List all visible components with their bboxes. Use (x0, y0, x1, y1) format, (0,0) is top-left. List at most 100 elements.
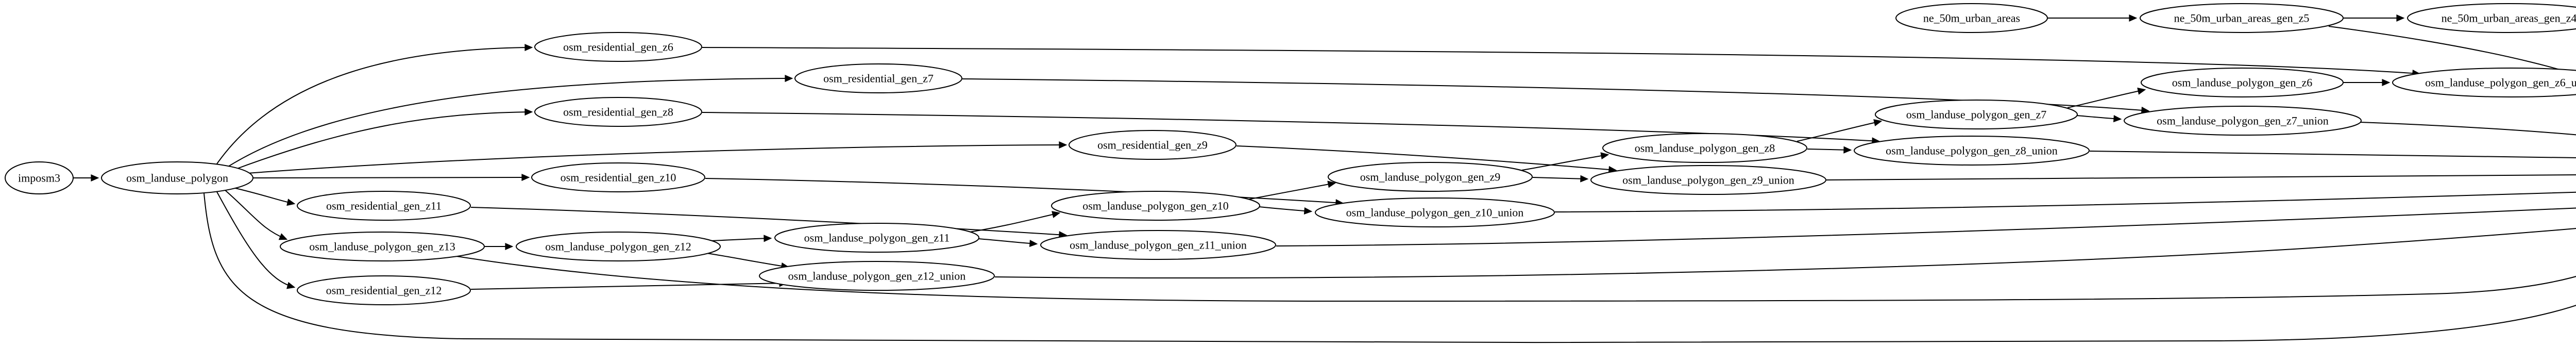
graph-node-osm_landuse_polygon_gen_z6: osm_landuse_polygon_gen_z6 (2141, 68, 2344, 97)
node-ellipse-osm_landuse_polygon_gen_z11 (774, 223, 979, 253)
edge-osm_residential_gen_z11-to-osm_landuse_polygon_gen_z11_union (470, 207, 1067, 239)
edge-osm_landuse_polygon_gen_z8_union-to-layer_landuse:z8 (2089, 151, 2576, 159)
node-ellipse-osm_residential_gen_z7 (794, 63, 962, 93)
graph-node-osm_landuse_polygon_gen_z13: osm_landuse_polygon_gen_z13 (280, 232, 485, 261)
node-ellipse-osm_landuse_polygon_gen_z6 (2141, 68, 2344, 97)
edge-osm_landuse_polygon-to-osm_residential_gen_z11 (233, 187, 296, 206)
node-label-osm_landuse_polygon_gen_z9: osm_landuse_polygon_gen_z9 (1360, 171, 1501, 184)
node-ellipse-osm_landuse_polygon_gen_z9_union (1590, 165, 1826, 195)
node-ellipse-osm_landuse_polygon_gen_z8_union (1854, 136, 2090, 166)
node-label-osm_residential_gen_z6: osm_residential_gen_z6 (563, 41, 673, 54)
node-label-ne_50m_urban_areas_gen_z4: ne_50m_urban_areas_gen_z4 (2442, 12, 2576, 25)
node-ellipse-osm_residential_gen_z6 (534, 32, 702, 62)
graph-node-osm_landuse_polygon_gen_z9_union: osm_landuse_polygon_gen_z9_union (1590, 165, 1826, 195)
graph-node-osm_residential_gen_z12: osm_residential_gen_z12 (297, 275, 471, 305)
node-ellipse-osm_landuse_polygon_gen_z10 (1051, 191, 1260, 221)
edge-osm_landuse_polygon-to-osm_landuse_polygon_gen_z13 (224, 189, 288, 240)
node-label-osm_landuse_polygon_gen_z12_union: osm_landuse_polygon_gen_z12_union (788, 270, 966, 283)
graph-node-osm_landuse_polygon_gen_z7: osm_landuse_polygon_gen_z7 (1875, 100, 2078, 129)
node-label-osm_landuse_polygon_gen_z12: osm_landuse_polygon_gen_z12 (545, 240, 691, 253)
node-ellipse-osm_residential_gen_z12 (297, 275, 471, 305)
graph-node-ne_50m_urban_areas: ne_50m_urban_areas (1895, 3, 2048, 33)
node-ellipse-osm_landuse_polygon_gen_z13 (280, 232, 485, 261)
graph-node-ne_50m_urban_areas_gen_z4: ne_50m_urban_areas_gen_z4 (2407, 3, 2576, 33)
node-ellipse-osm_residential_gen_z8 (534, 97, 702, 127)
node-label-osm_residential_gen_z7: osm_residential_gen_z7 (823, 72, 934, 85)
node-label-osm_landuse_polygon_gen_z10: osm_landuse_polygon_gen_z10 (1082, 200, 1229, 212)
node-ellipse-osm_landuse_polygon_gen_z8 (1602, 133, 1807, 163)
edge-osm_landuse_polygon_gen_z8-to-osm_landuse_polygon_gen_z7 (1797, 119, 1883, 142)
graph-node-osm_landuse_polygon_gen_z10: osm_landuse_polygon_gen_z10 (1051, 191, 1260, 221)
node-label-osm_residential_gen_z11: osm_residential_gen_z11 (326, 200, 442, 212)
graph-node-osm_landuse_polygon_gen_z11_union: osm_landuse_polygon_gen_z11_union (1040, 230, 1276, 260)
node-ellipse-osm_landuse_polygon_gen_z7 (1875, 100, 2078, 129)
node-label-osm_residential_gen_z9: osm_residential_gen_z9 (1097, 139, 1208, 152)
edge-osm_landuse_polygon-to-osm_residential_gen_z9 (247, 141, 1067, 174)
graph-node-osm_residential_gen_z7: osm_residential_gen_z7 (794, 63, 962, 93)
graph-node-ne_50m_urban_areas_gen_z5: ne_50m_urban_areas_gen_z5 (2140, 3, 2344, 33)
edge-osm_residential_gen_z10-to-osm_landuse_polygon_gen_z10_union (705, 178, 1344, 207)
node-ellipse-osm_landuse_polygon_gen_z7_union (2124, 106, 2362, 136)
graph-node-osm_residential_gen_z11: osm_residential_gen_z11 (297, 191, 471, 221)
edge-osm_landuse_polygon_gen_z8-to-osm_landuse_polygon_gen_z8_union (1807, 146, 1852, 154)
edge-osm_landuse_polygon-to-osm_residential_gen_z8 (232, 108, 533, 171)
graph-node-osm_landuse_polygon_gen_z6_union: osm_landuse_polygon_gen_z6_union (2392, 68, 2576, 97)
node-ellipse-osm_landuse_polygon_gen_z12_union (759, 261, 995, 291)
edge-osm_landuse_polygon_gen_z7_union-to-layer_landuse:z7 (2360, 122, 2576, 136)
edge-osm_landuse_polygon_gen_z10-to-osm_landuse_polygon_gen_z10_union (1259, 206, 1313, 215)
node-label-osm_landuse_polygon_gen_z6_union: osm_landuse_polygon_gen_z6_union (2425, 76, 2576, 89)
node-label-ne_50m_urban_areas: ne_50m_urban_areas (1923, 12, 2020, 25)
node-ellipse-osm_residential_gen_z9 (1069, 130, 1236, 160)
edge-osm_landuse_polygon_gen_z9-to-osm_landuse_polygon_gen_z9_union (1532, 175, 1589, 183)
node-ellipse-osm_residential_gen_z11 (297, 191, 471, 221)
graph-node-osm_landuse_polygon_gen_z11: osm_landuse_polygon_gen_z11 (774, 223, 979, 253)
node-label-osm_landuse_polygon_gen_z8: osm_landuse_polygon_gen_z8 (1635, 142, 1775, 155)
edge-osm_landuse_polygon_gen_z9-to-osm_landuse_polygon_gen_z8 (1521, 152, 1609, 171)
edge-osm_landuse_polygon-to-osm_residential_gen_z10 (252, 173, 530, 182)
edge-osm_landuse_polygon_gen_z12-to-osm_landuse_polygon_gen_z11 (709, 235, 772, 242)
graph-node-osm_landuse_polygon: osm_landuse_polygon (101, 161, 253, 194)
node-ellipse-osm_landuse_polygon (101, 161, 253, 194)
node-label-osm_residential_gen_z12: osm_residential_gen_z12 (326, 284, 442, 297)
node-ellipse-osm_landuse_polygon_gen_z9 (1328, 162, 1533, 192)
edge-osm_landuse_polygon_gen_z11-to-osm_landuse_polygon_gen_z11_union (978, 238, 1038, 248)
edge-osm_landuse_polygon_gen_z12-to-osm_landuse_polygon_gen_z12_union (706, 253, 790, 270)
edge-osm_residential_gen_z6-to-osm_landuse_polygon_gen_z6_union (702, 47, 2421, 77)
edge-osm_landuse_polygon-to-osm_residential_gen_z6 (215, 44, 533, 167)
graph-node-osm_landuse_polygon_gen_z10_union: osm_landuse_polygon_gen_z10_union (1315, 198, 1555, 227)
edge-osm_landuse_polygon_gen_z10-to-osm_landuse_polygon_gen_z9 (1247, 180, 1336, 200)
edge-osm_landuse_polygon_gen_z10_union-to-layer_landuse:z10 (1554, 191, 2576, 212)
edge-osm_landuse_polygon_gen_z13-to-layer_landuse:z13 (453, 255, 2576, 302)
edge-ne_50m_urban_areas_gen_z5-to-layer_landuse:z5 (2328, 26, 2576, 75)
graph-node-osm_residential_gen_z6: osm_residential_gen_z6 (534, 32, 702, 62)
graph-node-osm_residential_gen_z8: osm_residential_gen_z8 (534, 97, 702, 127)
node-ellipse-osm_residential_gen_z10 (531, 162, 705, 192)
node-label-osm_landuse_polygon_gen_z9_union: osm_landuse_polygon_gen_z9_union (1622, 174, 1794, 187)
graph-node-osm_residential_gen_z9: osm_residential_gen_z9 (1069, 130, 1236, 160)
edge-osm_residential_gen_z12-to-osm_landuse_polygon_gen_z12_union (470, 279, 788, 290)
node-label-osm_landuse_polygon_gen_z8_union: osm_landuse_polygon_gen_z8_union (1886, 144, 2058, 157)
edge-osm_landuse_polygon_gen_z7-to-osm_landuse_polygon_gen_z7_union (2076, 115, 2122, 123)
node-label-osm_landuse_polygon_gen_z6: osm_landuse_polygon_gen_z6 (2172, 76, 2313, 89)
graph-node-osm_landuse_polygon_gen_z9: osm_landuse_polygon_gen_z9 (1328, 162, 1533, 192)
node-ellipse-ne_50m_urban_areas_gen_z4 (2407, 3, 2576, 33)
edge-osm_landuse_polygon_gen_z11_union-to-layer_landuse:z11 (1276, 207, 2576, 246)
nodes-layer: imposm3 osm_landuse_polygon osm_residentia… (5, 3, 2576, 305)
node-ellipse-osm_landuse_polygon_gen_z12 (516, 232, 721, 261)
graph-node-imposm3: imposm3 (5, 161, 74, 194)
node-label-osm_landuse_polygon: osm_landuse_polygon (126, 172, 228, 185)
edges-layer (73, 14, 2576, 343)
node-label-osm_landuse_polygon_gen_z7_union: osm_landuse_polygon_gen_z7_union (2157, 114, 2329, 127)
node-label-osm_landuse_polygon_gen_z7: osm_landuse_polygon_gen_z7 (1906, 108, 2047, 121)
node-label-osm_landuse_polygon_gen_z10_union: osm_landuse_polygon_gen_z10_union (1346, 206, 1524, 219)
edge-osm_landuse_polygon-to-osm_residential_gen_z7 (225, 75, 793, 169)
graph-node-osm_residential_gen_z10: osm_residential_gen_z10 (531, 162, 705, 192)
node-ellipse-osm_landuse_polygon_gen_z6_union (2392, 68, 2576, 97)
node-ellipse-ne_50m_urban_areas (1895, 3, 2048, 33)
graph-node-osm_landuse_polygon_gen_z8: osm_landuse_polygon_gen_z8 (1602, 133, 1807, 163)
node-ellipse-ne_50m_urban_areas_gen_z5 (2140, 3, 2344, 33)
graph-node-osm_landuse_polygon_gen_z12_union: osm_landuse_polygon_gen_z12_union (759, 261, 995, 291)
edge-osm_landuse_polygon_gen_z12_union-to-layer_landuse:z12 (994, 227, 2576, 279)
